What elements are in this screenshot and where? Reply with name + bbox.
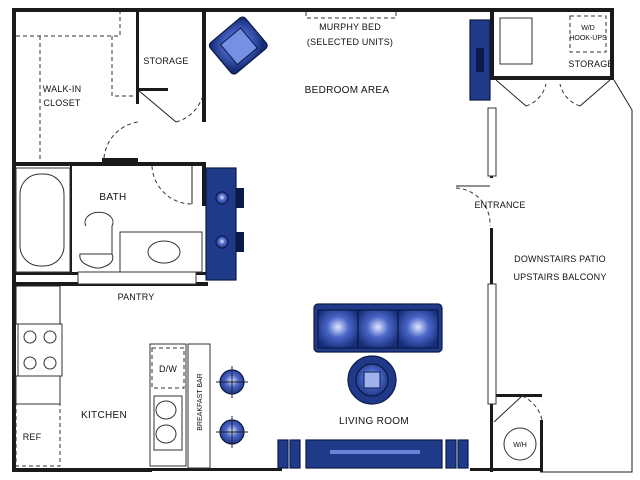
storage-right-label: STORAGE — [568, 59, 613, 69]
room-labels: WALK-IN CLOSET STORAGE MURPHY BED (SELEC… — [23, 22, 614, 449]
wd-hookups-label-line2: HOOK-UPS — [569, 35, 607, 42]
storage-left-label: STORAGE — [143, 56, 188, 66]
bath-label: BATH — [99, 192, 126, 203]
bath-fixtures — [15, 167, 203, 273]
storage-shelf — [499, 17, 533, 65]
armchair-bedroom — [208, 16, 268, 75]
patio-outline — [540, 79, 633, 473]
entrance-label: ENTRANCE — [474, 200, 525, 210]
dishwasher-label: D/W — [159, 364, 177, 374]
murphy-bed-label-line2: (SELECTED UNITS) — [307, 37, 393, 47]
walk-in-closet-label-line2: CLOSET — [43, 98, 81, 108]
walk-in-closet-label-line1: WALK-IN — [43, 84, 82, 94]
stove — [17, 323, 63, 377]
breakfast-bar — [187, 343, 211, 469]
bathtub — [19, 173, 65, 267]
breakfast-bar-label: BREAKFAST BAR — [197, 373, 204, 430]
wardrobe — [205, 167, 237, 281]
patio-label-line1: DOWNSTAIRS PATIO — [514, 254, 606, 264]
dishwasher — [151, 347, 185, 389]
murphy-bed-label-line1: MURPHY BED — [319, 22, 381, 32]
patio-label-line2: UPSTAIRS BALCONY — [513, 272, 606, 282]
bar-stool-2 — [216, 416, 248, 448]
bedroom-area-label: BEDROOM AREA — [305, 85, 390, 96]
wd-hookups-label-line1: W/D — [581, 25, 595, 32]
pantry-label: PANTRY — [118, 292, 155, 302]
refrigerator — [15, 403, 61, 467]
kitchen-fixtures — [15, 285, 211, 469]
furniture — [205, 16, 533, 469]
refrigerator-label: REF — [23, 432, 42, 442]
bar-stool-1 — [216, 366, 248, 398]
water-heater-label: W/H — [513, 442, 527, 449]
tv-console — [277, 439, 469, 469]
living-room-label: LIVING ROOM — [339, 416, 409, 427]
sink — [147, 240, 181, 264]
sofa — [313, 303, 443, 353]
water-heater — [503, 427, 537, 461]
door-swings — [103, 79, 611, 423]
coffee-table — [347, 355, 397, 405]
kitchen-label: KITCHEN — [81, 410, 127, 421]
toilet — [79, 211, 114, 269]
